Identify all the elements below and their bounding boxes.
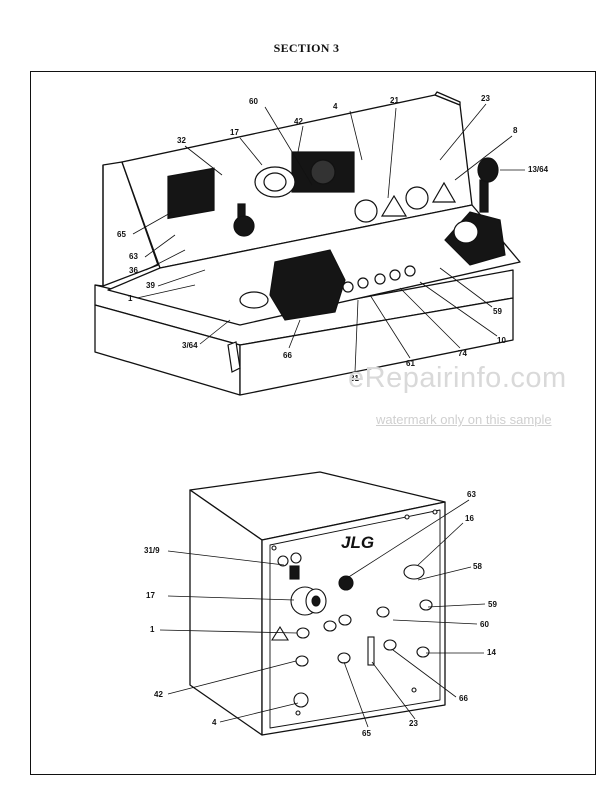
callout-4: 4 [212, 718, 217, 727]
callout-60: 60 [480, 620, 489, 629]
upper-console-controls [167, 151, 506, 373]
callout-13-64: 13/64 [528, 165, 549, 174]
callout-10: 10 [497, 336, 506, 345]
callout-74: 74 [458, 349, 467, 358]
callout-42: 42 [294, 117, 303, 126]
callout-1: 1 [128, 294, 133, 303]
callout-65: 65 [362, 729, 371, 738]
callout-31-9: 31/9 [144, 546, 160, 555]
callout-39: 39 [146, 281, 155, 290]
callout-36: 36 [129, 266, 138, 275]
figure-frame [30, 71, 596, 775]
callout-1: 1 [150, 625, 155, 634]
callout-17: 17 [230, 128, 239, 137]
callout-3-64: 3/64 [182, 341, 198, 350]
callout-65: 65 [117, 230, 126, 239]
callout-8: 8 [513, 126, 518, 135]
callout-59: 59 [493, 307, 502, 316]
callout-17: 17 [146, 591, 155, 600]
callout-60: 60 [249, 97, 258, 106]
callout-63: 63 [129, 252, 138, 261]
section-title: SECTION 3 [273, 41, 340, 55]
lower-console-drawing [189, 471, 446, 736]
upper-callout-leaders [132, 103, 525, 373]
callout-31: 31 [350, 374, 359, 383]
lower-console-controls [271, 509, 438, 716]
callout-23: 23 [409, 719, 418, 728]
callout-66: 66 [459, 694, 468, 703]
watermark-sub: watermark only on this sample [376, 412, 552, 427]
watermark-main: eRepairinfo.com [348, 362, 567, 394]
callout-32: 32 [177, 136, 186, 145]
lower-callouts: 63 16 31/9 58 17 59 1 60 14 42 66 4 65 2… [144, 490, 497, 738]
callout-4: 4 [333, 102, 338, 111]
callout-23: 23 [481, 94, 490, 103]
callout-42: 42 [154, 690, 163, 699]
callout-63: 63 [467, 490, 476, 499]
lower-callout-leaders [159, 499, 486, 728]
upper-callouts: 60 4 21 23 42 17 32 8 13/64 65 63 36 39 … [117, 94, 549, 383]
callout-58: 58 [473, 562, 482, 571]
callout-16: 16 [465, 514, 474, 523]
callout-14: 14 [487, 648, 496, 657]
callout-61: 61 [406, 359, 415, 368]
callout-66: 66 [283, 351, 292, 360]
callout-59: 59 [488, 600, 497, 609]
jlg-logo: JLG [341, 533, 374, 552]
callout-21: 21 [390, 96, 399, 105]
